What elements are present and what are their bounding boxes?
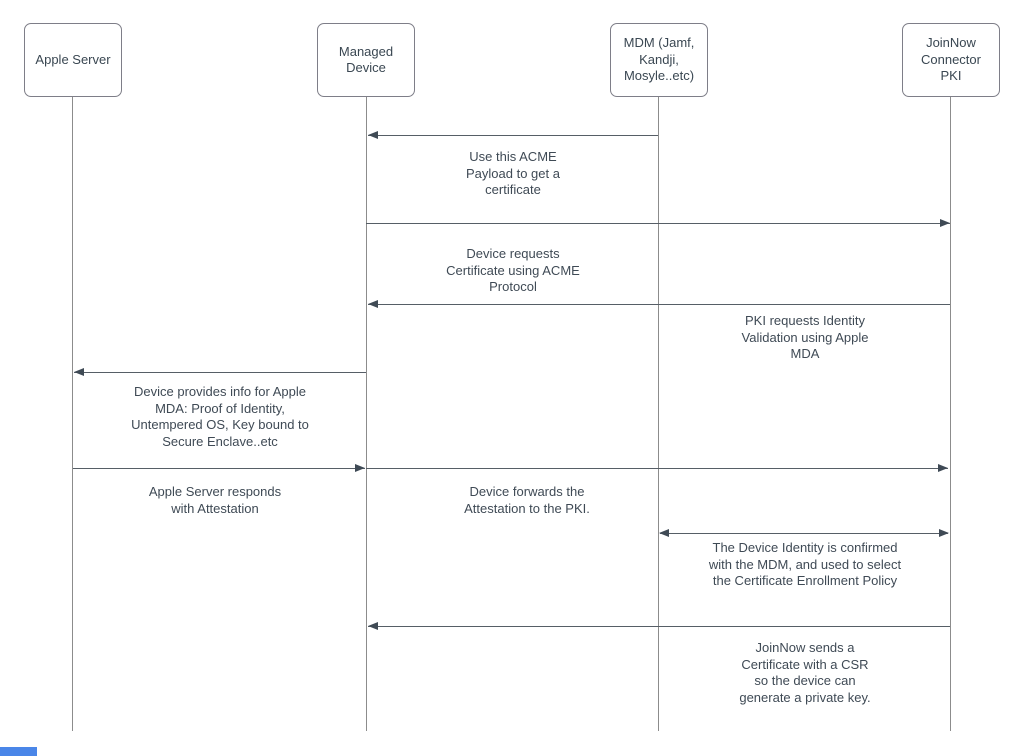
message-label-pki-requests-identity: PKI requests Identity Validation using A…: [741, 313, 869, 361]
arrow-pki-to-device-head-icon: [368, 300, 378, 308]
lifeline-mdm: [658, 97, 659, 731]
actor-mdm: MDM (Jamf, Kandji, Mosyle..etc): [610, 23, 708, 97]
arrow-mdm-to-device-head-icon: [368, 131, 378, 139]
arrow-mdm-pki-left-head-icon: [659, 529, 669, 537]
message-label-device-requests-cert: Device requests Certificate using ACME P…: [446, 246, 580, 294]
arrow-device-forwards-pki-head-icon: [938, 464, 948, 472]
arrow-apple-to-device-head-icon: [355, 464, 365, 472]
arrow-apple-to-device-line: [73, 468, 365, 469]
arrow-pki-to-device-line: [368, 304, 950, 305]
arrow-device-to-pki-line: [366, 223, 950, 224]
arrow-device-to-apple-line: [74, 372, 366, 373]
message-label-joinnow-sends-cert: JoinNow sends a Certificate with a CSR s…: [739, 640, 871, 705]
arrow-pki-sends-cert-head-icon: [368, 622, 378, 630]
message-label-identity-confirmed: The Device Identity is confirmed with th…: [708, 540, 902, 588]
lifeline-apple-server: [72, 97, 73, 731]
lifeline-joinnow-pki: [950, 97, 951, 731]
arrow-device-forwards-pki-line: [366, 468, 948, 469]
message-label-apple-responds: Apple Server responds with Attestation: [148, 484, 282, 516]
actor-managed-device: Managed Device: [317, 23, 415, 97]
arrow-mdm-pki-right-head-icon: [939, 529, 949, 537]
arrow-device-to-apple-head-icon: [74, 368, 84, 376]
message-label-device-forwards: Device forwards the Attestation to the P…: [464, 484, 590, 516]
message-label-acme-payload: Use this ACME Payload to get a certifica…: [466, 149, 560, 197]
arrow-pki-sends-cert-line: [368, 626, 950, 627]
arrow-device-to-pki-head-icon: [940, 219, 950, 227]
arrow-mdm-pki-bidirectional-line: [660, 533, 948, 534]
bottom-left-blue-rectangle: [0, 747, 37, 756]
actor-joinnow-pki: JoinNow Connector PKI: [902, 23, 1000, 97]
arrow-mdm-to-device-line: [368, 135, 658, 136]
message-label-device-provides-info: Device provides info for Apple MDA: Proo…: [131, 384, 309, 449]
lifeline-managed-device: [366, 97, 367, 731]
actor-apple-server: Apple Server: [24, 23, 122, 97]
